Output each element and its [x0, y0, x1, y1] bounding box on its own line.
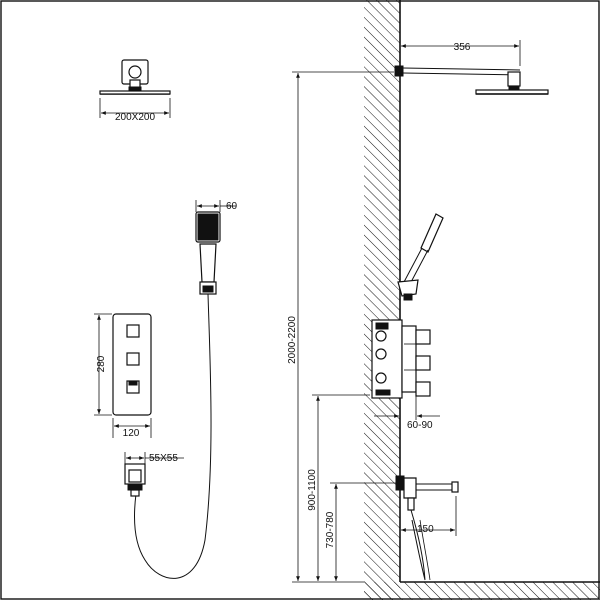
bath-spout [395, 475, 459, 511]
shower-hose [134, 293, 212, 579]
valve-height-from-floor-dimension: 900-1100 [307, 394, 370, 581]
arm-length-label: 356 [454, 42, 471, 53]
hand-shower-width-dimension: 60 [195, 200, 238, 212]
arm-length-dimension: 356 [399, 40, 521, 66]
valve-height-label: 280 [96, 355, 107, 372]
shower-head-top-view [99, 59, 171, 95]
valve-depth-dimension: 60-90 [374, 392, 440, 431]
elbow-size-dimension: 55X55 [124, 452, 184, 464]
shower-arm-side-view [394, 65, 549, 95]
hose-side-view-2 [419, 519, 431, 581]
head-size-label: 200X200 [115, 112, 155, 123]
head-size-dimension: 200X200 [99, 98, 171, 123]
wall-elbow [124, 463, 146, 497]
valve-height-dimension: 280 [94, 313, 112, 416]
valve-floor-height-label: 900-1100 [307, 469, 318, 511]
hand-shower-side-view [397, 213, 444, 301]
spout-height-dimension: 730-780 [325, 482, 396, 581]
valve-side-view [371, 319, 431, 399]
valve-width-label: 120 [123, 428, 140, 439]
hose-side-view [410, 509, 426, 581]
valve-width-dimension: 120 [112, 418, 152, 439]
spout-height-label: 730-780 [325, 511, 336, 548]
elbow-size-label: 55X55 [149, 453, 178, 464]
spout-length-label: 150 [417, 524, 434, 535]
spout-length-dimension: 150 [399, 496, 457, 536]
hand-shower [195, 211, 221, 295]
valve-depth-label: 60-90 [407, 420, 433, 431]
hand-shower-width-label: 60 [226, 201, 238, 212]
floor-section [364, 582, 600, 600]
overall-height-label: 2000-2200 [287, 316, 298, 364]
overall-height-dimension: 2000-2200 [287, 71, 394, 583]
valve-front-view [112, 313, 152, 416]
